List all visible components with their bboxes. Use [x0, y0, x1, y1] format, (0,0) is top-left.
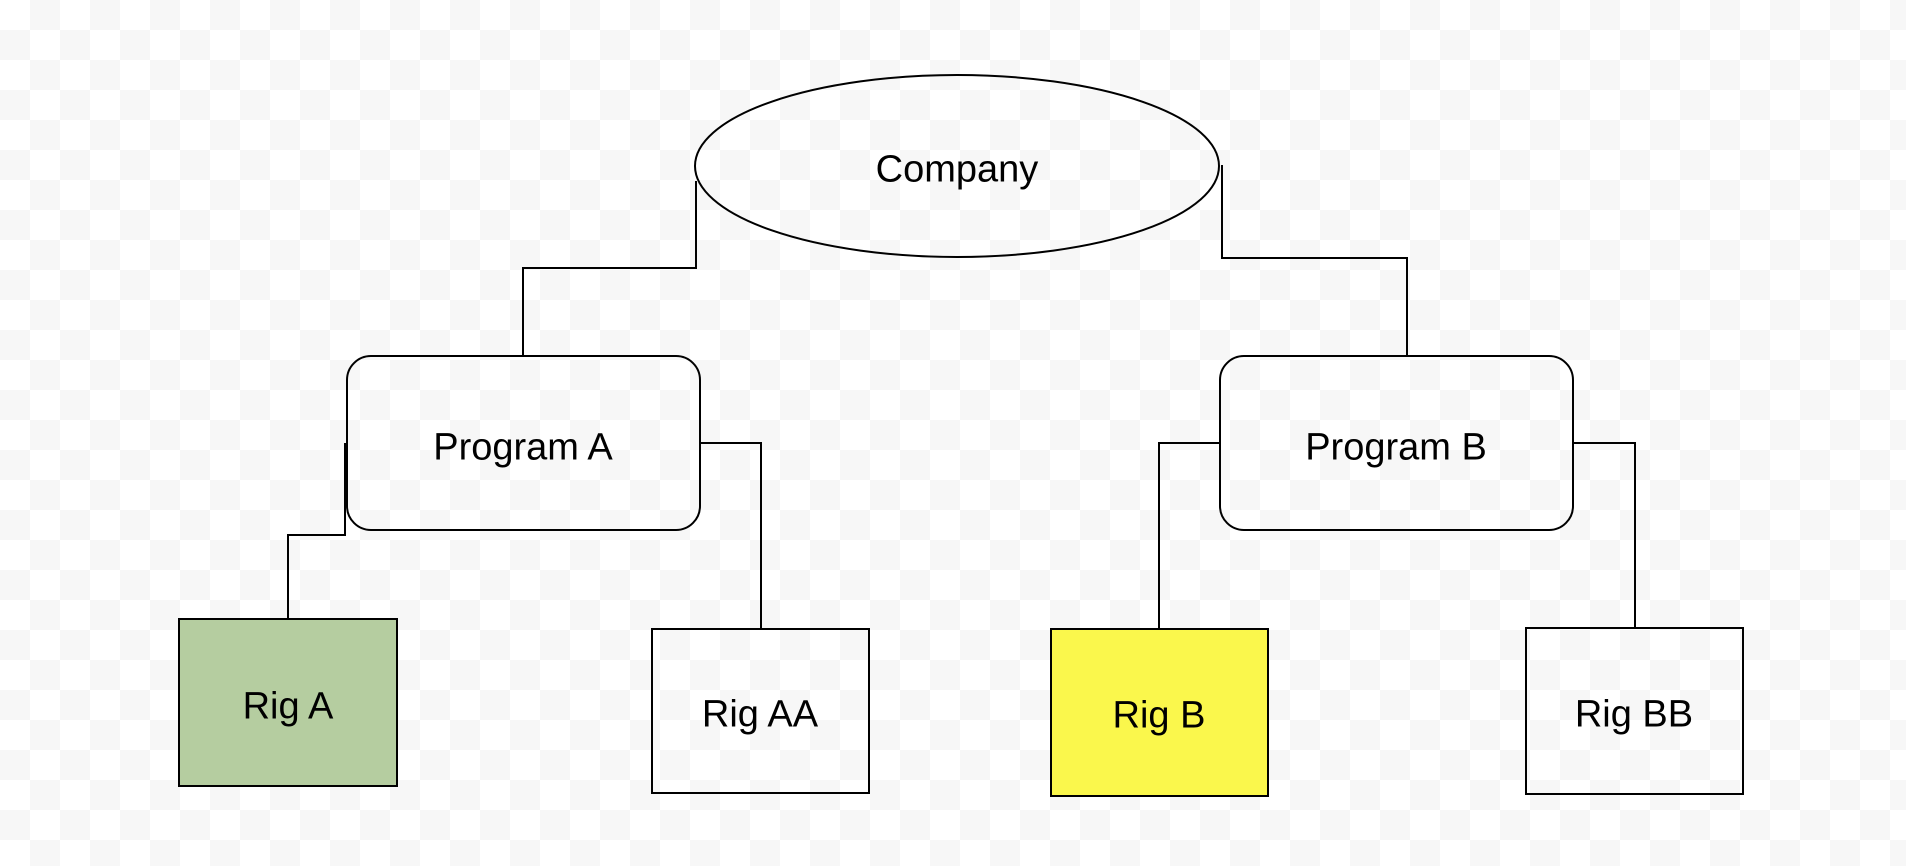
edge-company-program-a [522, 181, 697, 356]
company-label: Company [876, 148, 1039, 190]
program-b-label: Program B [1305, 426, 1487, 468]
node-rig-a: Rig A [178, 618, 398, 787]
edge-program-a-rig-aa [700, 442, 762, 630]
edge-program-b-rig-bb [1573, 442, 1636, 629]
node-company: Company [694, 74, 1220, 258]
rig-b-label: Rig B [1113, 694, 1206, 736]
program-b-rounded-rect-shape [1219, 355, 1574, 531]
node-rig-aa: Rig AA [651, 628, 870, 794]
company-ellipse-shape [694, 74, 1220, 258]
node-rig-b: Rig B [1050, 628, 1269, 797]
rig-a-rect-shape [178, 618, 398, 787]
connector-group [287, 165, 1636, 630]
node-rig-bb: Rig BB [1525, 627, 1744, 795]
edge-program-b-rig-b [1158, 442, 1220, 630]
program-a-label: Program A [433, 426, 613, 468]
rig-a-label: Rig A [243, 685, 334, 727]
rig-aa-rect-shape [651, 628, 870, 794]
edge-program-a-rig-a [287, 443, 346, 620]
program-a-rounded-rect-shape [346, 355, 701, 531]
node-program-a: Program A [346, 355, 701, 531]
edge-company-program-b [1221, 165, 1408, 356]
rig-b-rect-shape [1050, 628, 1269, 797]
node-program-b: Program B [1219, 355, 1574, 531]
rig-aa-label: Rig AA [702, 693, 819, 735]
rig-bb-rect-shape [1525, 627, 1744, 795]
rig-bb-label: Rig BB [1575, 693, 1693, 735]
